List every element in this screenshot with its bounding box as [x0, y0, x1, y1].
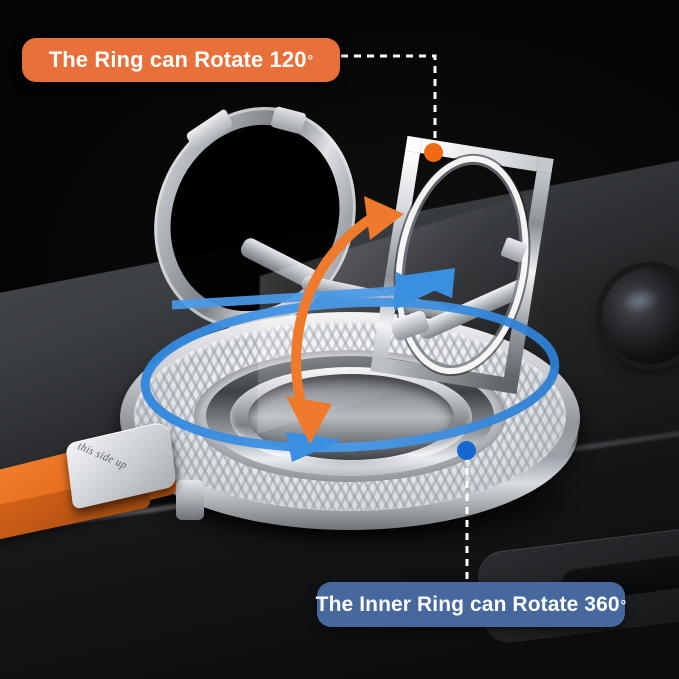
- callout-badge-rotate-120[interactable]: The Ring can Rotate 120°: [22, 38, 340, 82]
- callout-text-rotate-120: The Ring can Rotate 120: [48, 47, 307, 72]
- leader-dot-inner-360: [457, 441, 476, 460]
- callout-text-inner-360: The Inner Ring can Rotate 360: [315, 592, 620, 616]
- callout-badge-inner-360[interactable]: The Inner Ring can Rotate 360°: [315, 582, 627, 627]
- leader-dot-rotate-120: [424, 143, 443, 162]
- base-foot: [176, 480, 204, 520]
- degree-symbol-120: °: [307, 52, 314, 68]
- this-side-up-label: this side up: [75, 440, 130, 472]
- degree-symbol-360: °: [620, 596, 627, 613]
